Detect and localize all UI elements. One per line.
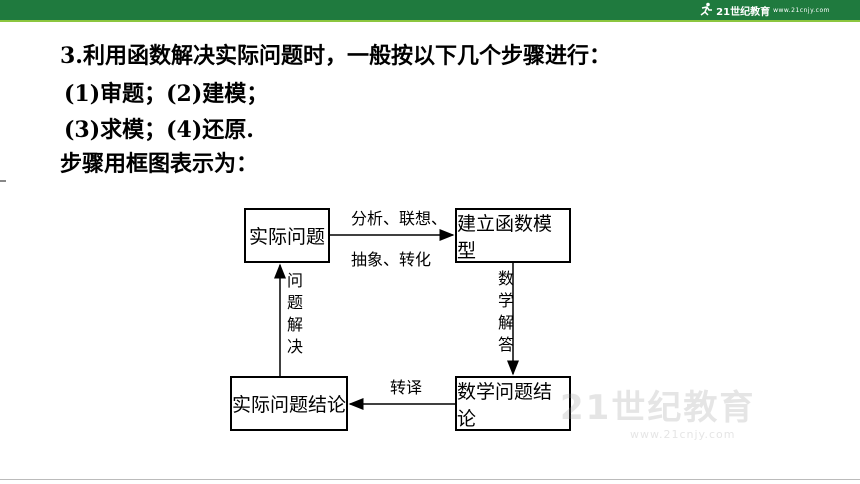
label-abstract: 抽象、转化 [351, 250, 432, 269]
runner-icon [699, 2, 713, 19]
step-list-1: (1)审题；(2)建模； [64, 81, 269, 107]
brand-url: www.21cnjy.com [773, 6, 830, 14]
box-math-conclusion: 数学问题结论 [455, 376, 571, 431]
label-math-solution: 数学解答 [497, 269, 514, 354]
brand-name: 21世纪教育 [716, 6, 771, 18]
diagram-caption: 步骤用框图表示为： [60, 151, 259, 177]
bottom-border [0, 479, 860, 480]
top-banner-stripe [0, 20, 860, 22]
box-real-conclusion: 实际问题结论 [230, 376, 348, 431]
box-function-model: 建立函数模型 [455, 208, 571, 263]
step-list-2: (3)求模；(4)还原. [64, 117, 254, 143]
brand-logo: 21世纪教育 www.21cnjy.com [699, 2, 830, 18]
divider [0, 180, 6, 182]
top-banner: 21世纪教育 www.21cnjy.com [0, 0, 860, 20]
watermark-logo: 21世纪教育 [560, 388, 756, 428]
label-analyze: 分析、联想、 [351, 209, 448, 228]
watermark-url: www.21cnjy.com [630, 428, 736, 441]
step-intro-text: 3.利用函数解决实际问题时，一般按以下几个步骤进行： [60, 43, 611, 69]
label-solve-problem: 问题解决 [286, 271, 303, 356]
box-real-problem: 实际问题 [244, 208, 330, 263]
label-translate: 转译 [390, 378, 423, 397]
